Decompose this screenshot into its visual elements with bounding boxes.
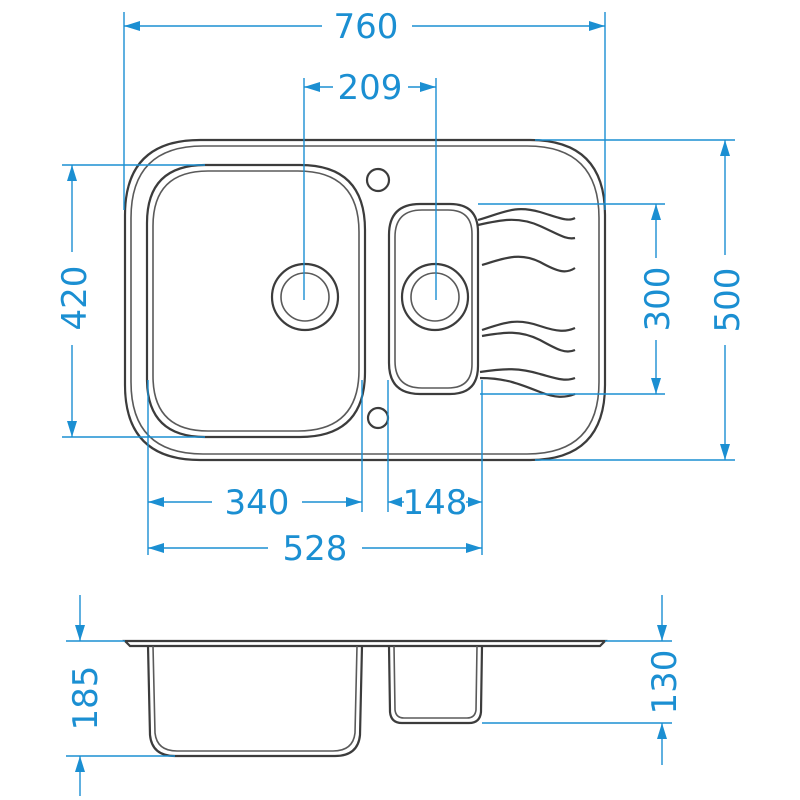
overflow-hole <box>366 406 390 430</box>
drainer-groove <box>481 331 576 353</box>
sink-outer-rim <box>123 138 607 462</box>
dim-center-to-center-label: 209 <box>338 68 403 108</box>
drainer-groove <box>479 376 576 398</box>
drainer-groove <box>481 320 576 332</box>
sink-side-view <box>122 639 608 758</box>
drainer-groove <box>477 218 576 240</box>
main-bowl-inner <box>152 170 360 432</box>
dim-main-bowl-height: 185 <box>66 595 175 796</box>
dim-small-bowl-depth: 300 <box>478 203 678 395</box>
dim-small-bowl-height: 130 <box>482 595 685 765</box>
drainer-grooves <box>477 208 576 398</box>
small-bowl-drain-inner <box>410 272 460 322</box>
dim-overall-depth: 500 <box>535 139 748 461</box>
small-bowl-drain-outer <box>400 262 470 332</box>
dim-small-bowl-width-label: 148 <box>403 483 468 523</box>
dim-main-bowl-depth-label: 420 <box>55 266 95 331</box>
dim-small-bowl-depth-label: 300 <box>638 267 678 332</box>
dimension-lines: 760 209 420 <box>55 7 748 796</box>
drainer-groove <box>481 255 576 273</box>
dim-overall-width-label: 760 <box>334 7 399 47</box>
dim-overall-width: 760 <box>123 7 606 210</box>
dim-main-bowl-width: 340 <box>147 380 363 555</box>
side-view-small-bowl <box>387 645 484 725</box>
tap-hole <box>365 167 391 193</box>
small-bowl-inner <box>394 209 473 389</box>
side-view-main-bowl <box>146 645 364 758</box>
dim-overall-depth-label: 500 <box>708 268 748 333</box>
dim-small-bowl-height-label: 130 <box>645 650 685 715</box>
side-view-rim <box>122 639 608 648</box>
small-bowl-outline <box>387 202 480 396</box>
main-bowl-drain-inner <box>280 272 330 322</box>
dim-center-to-center: 209 <box>303 68 437 300</box>
side-view-small-bowl-inner <box>393 645 478 719</box>
dim-main-bowl-depth: 420 <box>55 164 205 438</box>
side-view-main-bowl-inner <box>152 645 358 752</box>
dim-main-bowl-height-label: 185 <box>66 666 106 731</box>
main-bowl-outline <box>145 163 367 439</box>
sink-inner-rim <box>130 145 600 455</box>
dim-combined-bowl-width-label: 528 <box>283 529 348 569</box>
drainer-groove <box>479 368 576 381</box>
dim-combined-bowl-width: 528 <box>148 529 482 569</box>
main-bowl-drain-outer <box>270 262 340 332</box>
dim-main-bowl-width-label: 340 <box>225 483 290 523</box>
sink-top-view <box>123 138 607 462</box>
drainer-groove <box>477 208 576 222</box>
dim-small-bowl-width: 148 <box>387 380 483 555</box>
